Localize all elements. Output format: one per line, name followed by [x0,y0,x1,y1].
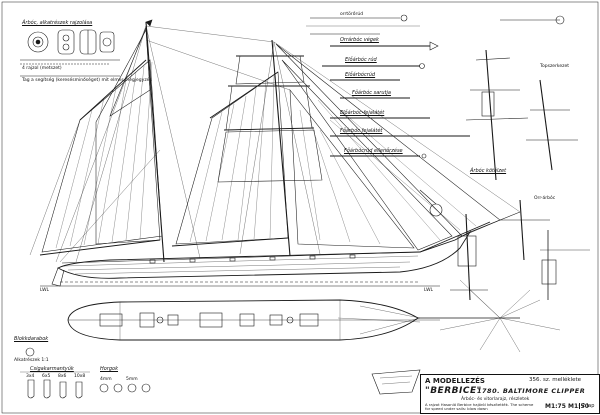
label-top-left-title: Árbóc, alkatrészek rajzolása [22,20,93,26]
sail-seams [55,61,477,249]
label-blocks: Blokkdarabok [14,336,49,342]
hull-profile [40,230,472,287]
deck-plan-view [67,299,520,341]
label-rigging-parts: Csigakarmantyúk [30,366,74,372]
title-scale: M1:75 M1:50 [545,403,589,410]
label-size-b: 6x5 [42,374,51,379]
label-size-c: 8x6 [58,374,67,379]
right-details [306,14,590,395]
title-issue: 356. sz. melléklete [529,377,582,383]
title-publisher: A MODELLEZÉS [425,377,485,385]
label-top-left-note: 4 rajzol (metszet) [22,66,62,71]
label-size-e: 4mm [100,377,112,382]
label-lwl-left: LWL [40,288,50,293]
title-sheet-number: 2.lap [579,403,594,409]
title-block: A MODELLEZÉS 356. sz. melléklete "BERBIC… [420,374,600,414]
label-top-left-note2: Tag a segítség (keresésminőséget) mit el… [22,78,152,83]
label-size-a: 3x4 [26,374,35,379]
label-size-d: 10x8 [74,374,86,379]
title-ship-row: "BERBICE" 1780. BALTIMORE CLIPPER [425,386,585,396]
title-description: Árbóc- és vitorlarajz, részletek [461,397,530,402]
label-blocks-note: Alkatrészek 1:1 [14,358,49,363]
label-boom-1: Főárbóc sarutja [352,90,391,96]
label-bowsprit-top: orrtörőrúd [340,12,364,17]
label-main-gaff: Főárbócrúd ellenőrzése [344,148,403,154]
title-note: A rajzot Hasonló Berbice hajóról készíte… [425,402,534,412]
bottom-left-parts [20,347,151,399]
label-stern: Orr-árbóc [534,196,556,201]
label-hooks: Horgok [100,366,119,372]
sails [39,27,501,256]
label-gaff: Előárbóc rúd [345,57,377,63]
label-lwl-right: LWL [424,288,434,293]
label-bowsprit-end: Orrárbóc végek [340,37,379,43]
label-boom-2: Előárbóc-fejalátét [340,110,385,116]
masts [145,21,291,263]
title-ship-subtitle: 1780. BALTIMORE CLIPPER [477,387,586,395]
label-size-f: 5mm [126,377,138,382]
label-detail-right: Árbóc kötélzet [470,168,507,174]
bowsprit [419,211,521,253]
title-publisher-row: A MODELLEZÉS 356. sz. melléklete [425,377,581,385]
pennant-flag [145,19,153,27]
label-mast-head: Topszerkezet [540,64,570,69]
top-left-fittings [20,29,120,77]
rigging [29,25,521,263]
title-ship-name: "BERBICE" [425,386,482,396]
label-gaff-2: Előárbócrúd [345,72,376,78]
label-main-boom: Főárbóc fejalátét [340,128,383,134]
